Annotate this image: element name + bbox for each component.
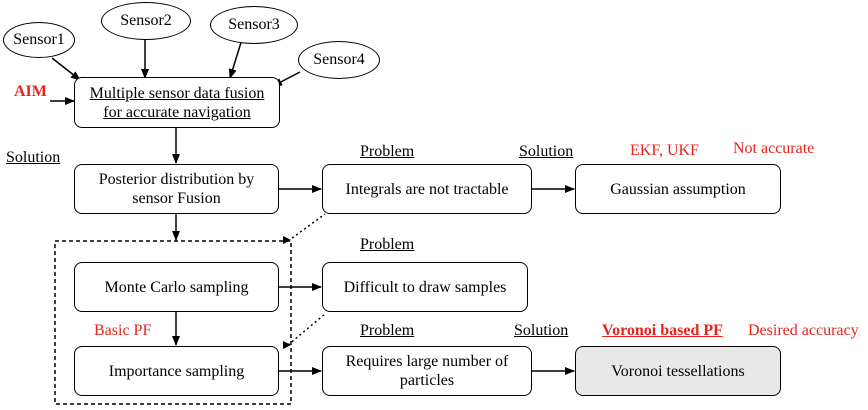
- importance-box: Importance sampling: [74, 346, 279, 396]
- gaussian-box: Gaussian assumption: [575, 164, 781, 214]
- solution-label-1: Solution: [519, 143, 574, 160]
- problem-label-1: Problem: [360, 143, 415, 160]
- integrals-box: Integrals are not tractable: [322, 164, 532, 214]
- difficult-box: Difficult to draw samples: [322, 262, 528, 312]
- dotted-link-group-to-difficult: [287, 313, 326, 346]
- problem-label-3: Problem: [360, 322, 415, 339]
- desired-accuracy-label: Desired accuracy: [748, 322, 859, 339]
- aim-label: AIM: [14, 83, 47, 100]
- fusion-box: Multiple sensor data fusion for accurate…: [74, 77, 280, 128]
- dotted-link-group-to-integrals: [287, 213, 326, 242]
- sensor3-node: Sensor3: [210, 6, 298, 44]
- monte-carlo-box: Monte Carlo sampling: [74, 262, 279, 312]
- arrow-sensor1-to-fusion: [51, 57, 81, 81]
- voronoi-box: Voronoi tessellations: [575, 346, 781, 396]
- problem-label-2: Problem: [360, 236, 415, 253]
- posterior-box: Posterior distribution by sensor Fusion: [74, 164, 279, 214]
- ekf-ukf-label: EKF, UKF: [630, 142, 699, 159]
- sensor1-node: Sensor1: [3, 22, 75, 58]
- sensor4-node: Sensor4: [298, 41, 380, 79]
- dashed-group-box: [54, 240, 292, 405]
- not-accurate-label: Not accurate: [733, 140, 815, 157]
- sensor2-node: Sensor2: [101, 2, 191, 40]
- voronoi-pf-label: Voronoi based PF: [602, 322, 723, 339]
- solution-left-label: Solution: [6, 149, 61, 166]
- solution-label-3: Solution: [514, 322, 569, 339]
- requires-box: Requires large number of particles: [322, 346, 532, 396]
- basic-pf-label: Basic PF: [94, 322, 152, 339]
